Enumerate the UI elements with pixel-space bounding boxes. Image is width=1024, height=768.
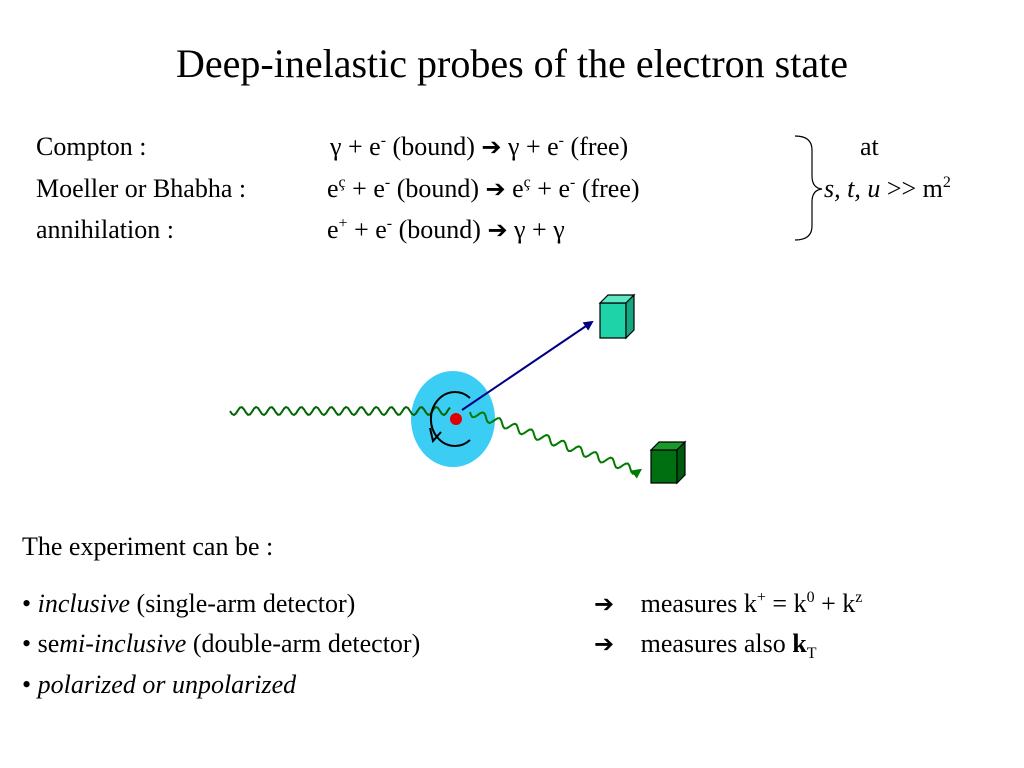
annihilation-lhs-particle: e	[327, 215, 339, 244]
compton-lhs-charge: -	[380, 132, 387, 149]
scattered-photon-line	[469, 411, 643, 479]
bullet-polarization: • polarized or unpolarized	[22, 669, 296, 701]
semi-inclusive-description: (double-arm detector)	[186, 629, 421, 658]
annihilation-lhs-state: (bound)	[392, 215, 481, 244]
page-title: Deep-inelastic probes of the electron st…	[176, 41, 848, 86]
inclusive-sup-plus: +	[756, 589, 766, 606]
bullet-semi-inclusive: • semi-inclusive (double-arm detector)	[22, 628, 420, 660]
annihilation-label: annihilation :	[36, 215, 174, 244]
polarization-term: polarized or unpolarized	[37, 670, 297, 699]
annihilation-rhs: γ + γ	[514, 215, 565, 244]
moeller-lhs: + e	[345, 174, 385, 203]
inclusive-sup-z: z	[855, 589, 863, 606]
bullet-marker: •	[22, 670, 32, 699]
semi-inclusive-k: k	[792, 629, 807, 658]
condition-relation: >> m	[880, 174, 943, 203]
inclusive-arrow-icon: ➔	[594, 590, 615, 618]
annihilation-arrow-icon: ➔	[487, 216, 508, 244]
bullet-inclusive: • inclusive (single-arm detector)	[22, 588, 355, 620]
semi-inclusive-term: mi-inclusive	[59, 629, 187, 658]
moeller-lhs-state: (bound)	[390, 174, 480, 203]
bullet-marker: •	[22, 629, 32, 658]
condition-at: at	[860, 132, 879, 161]
compton-arrow-icon: ➔	[481, 133, 502, 161]
moeller-lhs-particle-sup: ç	[338, 174, 346, 191]
semi-inclusive-measures: measures also	[640, 629, 793, 658]
annihilation-reaction: e+ + e- (bound) ➔ γ + γ	[327, 214, 565, 246]
compton-rhs-charge: -	[558, 132, 564, 149]
compton-lhs-state: (bound)	[386, 132, 475, 161]
moeller-rhs: + e	[530, 174, 570, 203]
compton-rhs-state: (free)	[564, 132, 629, 161]
mandelstam-variables: s, t, u	[824, 174, 881, 203]
condition-kinematics: s, t, u >> m2	[824, 173, 951, 205]
moeller-lhs-particle: e	[327, 174, 339, 203]
moeller-rhs-particle: e	[512, 174, 524, 203]
scattered-electron-track	[461, 320, 594, 411]
electron-detector-cube	[598, 293, 636, 340]
compton-label: Compton :	[36, 132, 147, 161]
compton-reaction: γ + e- (bound) ➔ γ + e- (free)	[330, 131, 628, 163]
inclusive-sup-zero: 0	[806, 589, 815, 606]
moeller-label: Moeller or Bhabha :	[36, 174, 247, 203]
moeller-rhs-charge: -	[569, 174, 576, 191]
compton-rhs: γ + e	[507, 132, 559, 161]
semi-inclusive-arrow-icon: ➔	[594, 630, 615, 658]
moeller-lhs-charge: -	[384, 174, 391, 191]
experiment-heading: The experiment can be :	[22, 532, 274, 561]
semi-inclusive-result: ➔ measures also kT	[594, 628, 817, 662]
moeller-arrow-icon: ➔	[485, 175, 506, 203]
moeller-rhs-particle-sup: ç	[523, 174, 531, 191]
orbit-arrowhead-icon	[429, 427, 442, 444]
photon-detector-cube	[649, 440, 687, 485]
electron-orbit	[429, 391, 471, 447]
inclusive-description: (single-arm detector)	[130, 589, 356, 618]
inclusive-plus: + k	[814, 589, 856, 618]
annihilation-lhs-particle-sup: +	[338, 215, 348, 232]
annihilation-lhs-charge: -	[386, 215, 393, 232]
inclusive-eq: = k	[765, 589, 807, 618]
moeller-rhs-state: (free)	[575, 174, 640, 203]
moeller-reaction: eç + e- (bound) ➔ eç + e- (free)	[327, 173, 640, 205]
inclusive-result: ➔ measures k+ = k0 + kz	[594, 588, 862, 620]
semi-inclusive-prefix: se	[31, 629, 60, 658]
nucleus	[450, 413, 462, 425]
annihilation-lhs: + e	[347, 215, 387, 244]
condition-exponent: 2	[942, 174, 951, 191]
semi-inclusive-sub-t: T	[806, 645, 817, 662]
incoming-photon-line	[229, 405, 451, 417]
compton-lhs: γ + e	[330, 132, 381, 161]
inclusive-measures: measures k	[640, 589, 757, 618]
bullet-marker: •	[22, 589, 32, 618]
inclusive-term: inclusive	[37, 589, 131, 618]
